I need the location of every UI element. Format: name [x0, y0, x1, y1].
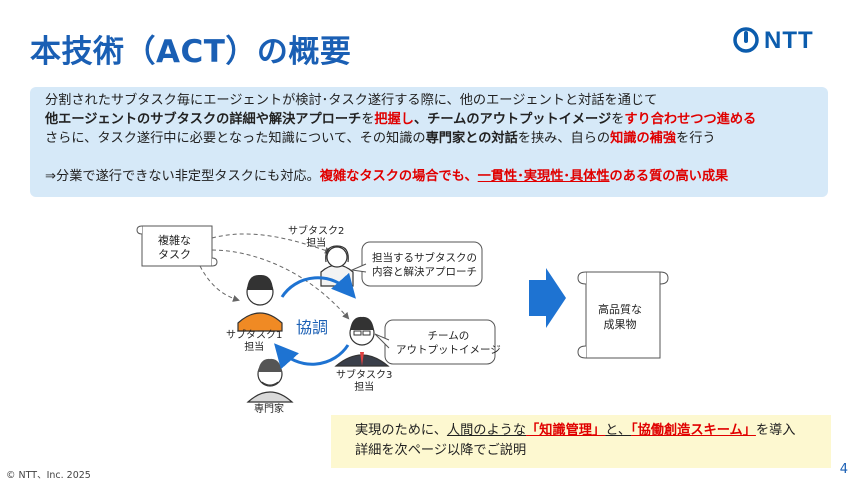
page-number: 4 [839, 462, 848, 477]
summary-line-2-part: を [611, 112, 625, 127]
dashed-arrow [211, 233, 332, 254]
cooperation-label: 協調 [296, 318, 329, 337]
result-label: 高品質な 成果物 [598, 302, 642, 332]
summary-line-2-part: 、チームのアウトプットイメージ [413, 112, 612, 127]
dashed-arrow [211, 249, 350, 320]
complex-task-label: 複雑な タスク [158, 234, 191, 262]
person-subtask1-icon [237, 274, 283, 332]
ntt-logo-icon [733, 27, 759, 53]
subtask3-label: サブタスク3 担当 [336, 370, 392, 394]
bubble-output-image-text: チームの アウトプットイメージ [396, 329, 501, 357]
expert-label: 専門家 [254, 404, 284, 415]
ntt-logo-text: NTT [764, 27, 814, 54]
bubble-approach-text: 担当するサブタスクの 内容と解決アプローチ [372, 251, 477, 279]
speech-bubble-approach [350, 241, 483, 287]
complex-task-scroll [136, 225, 218, 267]
bubble-output-image-line: アウトプットイメージ [396, 344, 501, 356]
dashed-arrow [199, 265, 240, 302]
speech-bubble-output-image [374, 319, 496, 365]
subtask2-label-line: 担当 [306, 238, 327, 249]
summary-line-4: ⇒分業で遂行できない非定型タスクにも対応。複雑なタスクの場合でも、一貫性･実現性… [45, 169, 728, 185]
summary-line-2-part: 把握し [374, 112, 414, 127]
complex-task-label-line: 複雑な [158, 234, 191, 247]
cycle-arrow-bottom [274, 343, 350, 370]
bottom-line-1: 実現のために、人間のような「知識管理」と、「協働創造スキーム」を導入 [355, 423, 795, 439]
bottom-line-2: 詳細を次ページ以降でご説明 [355, 443, 527, 458]
bottom-line-1-part: 人間のような [446, 423, 527, 438]
summary-line-3-part: を行う [676, 131, 716, 146]
summary-line-2: 他エージェントのサブタスクの詳細や解決アプローチを把握し、チームのアウトプットイ… [45, 112, 756, 128]
summary-line-3-part: 知識の補強 [610, 131, 677, 146]
subtask1-label-line: サブタスク1 [226, 330, 283, 341]
summary-line-1: 分割されたサブタスク毎にエージェントが検討･タスク遂行する際に、他のエージェント… [45, 93, 658, 108]
person-expert-icon [246, 358, 294, 403]
summary-line-2-part: を [361, 112, 375, 127]
result-label-line: 成果物 [603, 318, 637, 331]
subtask2-label-line: サブタスク2 [288, 226, 345, 237]
summary-line-3: さらに、タスク遂行中に必要となった知識について、その知識の専門家との対話を挟み、… [45, 131, 716, 147]
bottom-line-1-part: 「知識管理」 [526, 423, 606, 438]
summary-line-3-part: さらに、タスク遂行中に必要となった知識について、その知識の [45, 131, 426, 146]
summary-line-3-part: 専門家との対話 [425, 131, 518, 146]
subtask1-label-line: 担当 [244, 342, 265, 353]
summary-line-3-part: を挟み、自らの [517, 131, 611, 146]
bottom-line-1-part: 「協働創造スキーム」 [631, 423, 756, 438]
subtask3-label-line: 担当 [354, 382, 375, 393]
bubble-approach-line: 担当するサブタスクの [372, 252, 477, 264]
bubble-output-image-line: チームの [427, 330, 470, 342]
cycle-arrow-top [280, 272, 356, 299]
bubble-approach-line: 内容と解決アプローチ [372, 266, 477, 278]
summary-line-4-part: のある質の高い成果 [609, 169, 729, 184]
result-scroll [577, 271, 669, 359]
big-right-arrow-icon [529, 268, 566, 328]
summary-line-2-part: 他エージェントのサブタスクの詳細や解決アプローチ [45, 112, 362, 127]
summary-line-4-part: ⇒分業で遂行できない非定型タスクにも対応。 [45, 169, 320, 184]
result-label-line: 高品質な [598, 303, 642, 316]
summary-line-4-part: 複雑なタスクの場合でも、 [319, 169, 478, 184]
copyright-footer: © NTT、Inc. 2025 [6, 470, 91, 481]
subtask3-label-line: サブタスク3 [336, 370, 393, 381]
bottom-note-box: 実現のために、人間のような「知識管理」と、「協働創造スキーム」を導入 詳細を次ペ… [331, 415, 831, 468]
bottom-line-1-part: を導入 [755, 423, 796, 438]
bottom-line-1-part: 実現のために、 [355, 423, 447, 438]
subtask1-label: サブタスク1 担当 [226, 330, 282, 354]
subtask2-label: サブタスク2 担当 [288, 226, 344, 250]
summary-line-4-part: 一貫性･実現性･具体性 [477, 169, 610, 184]
person-subtask3-icon [334, 316, 390, 367]
summary-line-2-part: すり合わせつつ進める [624, 112, 757, 127]
bottom-line-1-part: と、 [605, 423, 632, 438]
page-title: 本技術（ACT）の概要 [30, 34, 352, 70]
summary-box: 分割されたサブタスク毎にエージェントが検討･タスク遂行する際に、他のエージェント… [30, 87, 828, 197]
complex-task-label-line: タスク [158, 248, 191, 261]
